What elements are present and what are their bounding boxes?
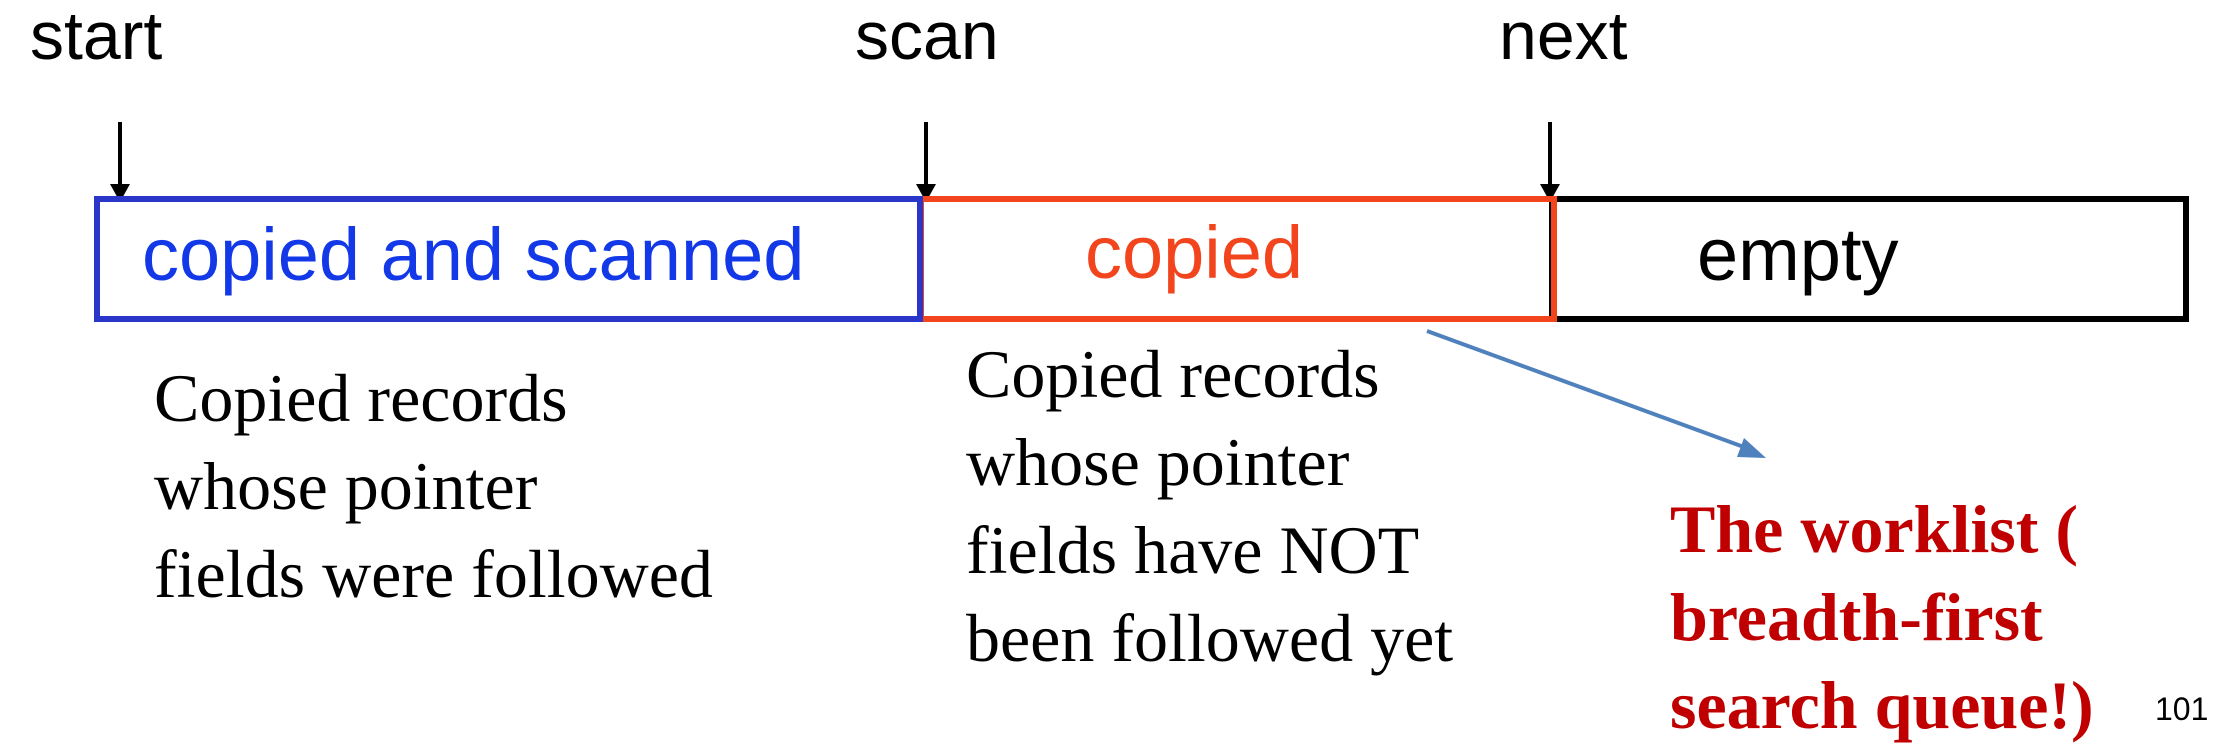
worklist-arrow (1426, 329, 1766, 458)
next-pointer-arrow (1540, 122, 1560, 202)
next-pointer-label: next (1499, 0, 1628, 74)
copied-description-line: been followed yet (966, 600, 1454, 676)
start-pointer-arrow (110, 122, 130, 202)
scanned-description-line: Copied records (154, 360, 568, 436)
worklist-note-line: breadth-first (1670, 579, 2043, 655)
copied-and-scanned-label: copied and scanned (142, 213, 805, 296)
page-number: 101 (2155, 691, 2209, 727)
empty-label: empty (1697, 213, 1899, 296)
copied-description: Copied records whose pointer fields have… (966, 330, 1453, 682)
worklist-note: The worklist ( breadth-first search queu… (1670, 485, 2094, 749)
worklist-note-line: The worklist ( (1670, 491, 2078, 567)
scanned-description: Copied records whose pointer fields were… (154, 354, 713, 618)
scanned-description-line: whose pointer (154, 448, 538, 524)
copied-label: copied (1085, 211, 1304, 294)
copied-description-line: fields have NOT (966, 512, 1420, 588)
copied-and-scanned-segment (94, 196, 923, 322)
scanned-description-line: fields were followed (154, 536, 713, 612)
worklist-note-line: search queue!) (1670, 667, 2094, 743)
copied-description-line: whose pointer (966, 424, 1350, 500)
scan-pointer-arrow (916, 122, 936, 202)
scan-pointer-label: scan (855, 0, 999, 74)
copied-description-line: Copied records (966, 336, 1380, 412)
start-pointer-label: start (30, 0, 163, 74)
